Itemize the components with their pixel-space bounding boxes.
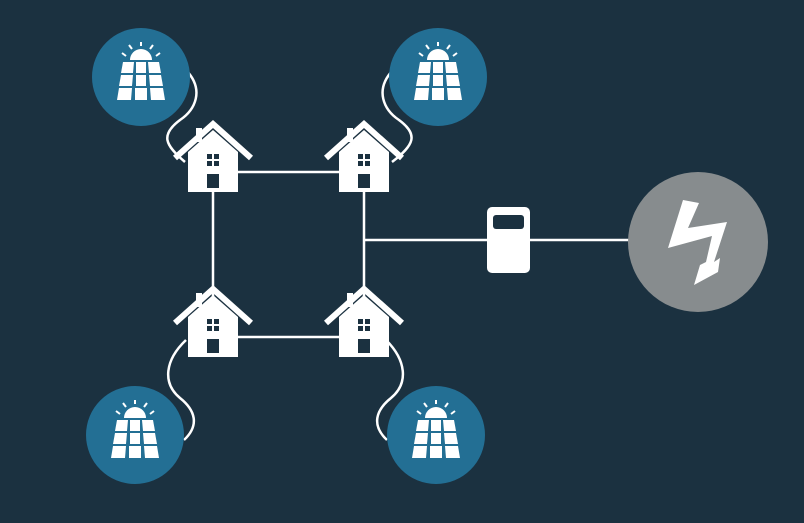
solar-panel-icon [388, 27, 488, 127]
power-grid [628, 172, 768, 312]
house-icon [326, 124, 402, 192]
solar-panel-icon [386, 385, 486, 485]
wire-solar-3 [166, 339, 195, 441]
meter-icon [487, 207, 530, 273]
lightning-bolt-icon [668, 200, 727, 285]
solar-panel-icon [85, 385, 185, 485]
wire-solar-2 [381, 69, 413, 163]
house-icon [175, 124, 251, 192]
house-icon [175, 289, 251, 357]
wire-solar-1 [166, 69, 198, 163]
wire-solar-4 [376, 339, 405, 441]
solar-panel-icon [91, 27, 191, 127]
connection-lines [166, 69, 630, 441]
